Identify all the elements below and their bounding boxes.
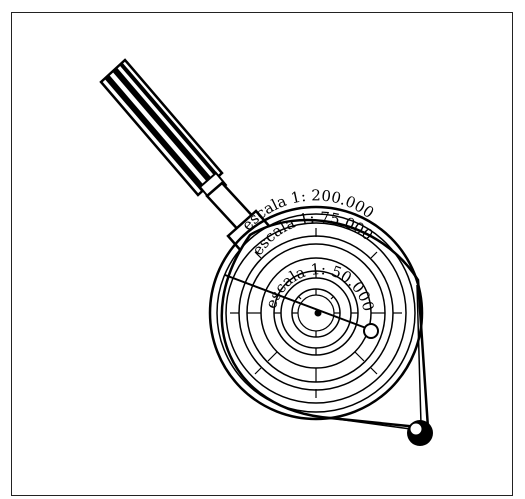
figure-frame bbox=[11, 12, 513, 496]
handle bbox=[99, 58, 228, 201]
pointer-needle bbox=[224, 274, 379, 339]
dial-ticks bbox=[230, 228, 402, 398]
tracing-wheel bbox=[407, 420, 433, 446]
